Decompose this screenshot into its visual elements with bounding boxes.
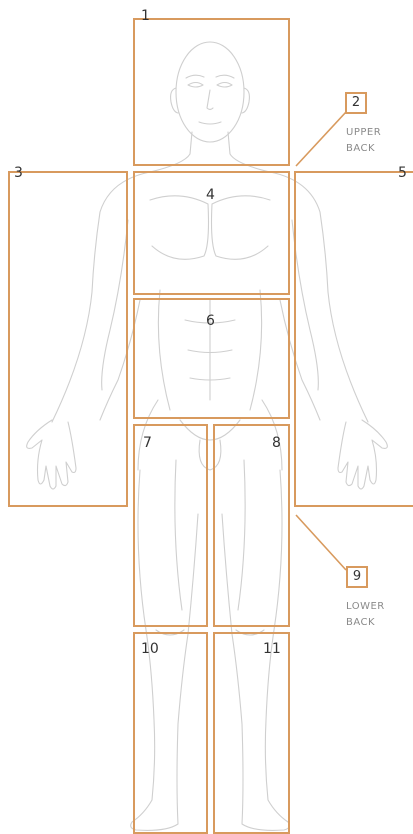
zone-5-number: 5 <box>398 166 407 180</box>
zone-3-right-arm[interactable] <box>8 171 128 507</box>
zone-10-right-lower-leg[interactable] <box>133 632 208 834</box>
zone-10-number: 10 <box>141 642 159 656</box>
upper-back-caption-line2: BACK <box>346 142 375 156</box>
lower-back-caption-line1: LOWER <box>346 600 385 614</box>
lower-back-caption-line2: BACK <box>346 616 375 630</box>
zone-8-left-thigh[interactable] <box>213 424 290 627</box>
zone-4-number: 4 <box>206 188 215 202</box>
zone-7-number: 7 <box>143 436 152 450</box>
zone-1-head[interactable] <box>133 18 290 166</box>
zone-11-left-lower-leg[interactable] <box>213 632 290 834</box>
zone-5-left-arm[interactable] <box>294 171 413 507</box>
zone-2-upper-back-badge[interactable]: 2 <box>345 92 367 114</box>
zone-3-number: 3 <box>14 166 23 180</box>
zone-1-number: 1 <box>141 9 150 23</box>
zone-11-number: 11 <box>263 642 281 656</box>
zone-9-lower-back-badge[interactable]: 9 <box>346 566 368 588</box>
zone-7-right-thigh[interactable] <box>133 424 208 627</box>
zone-8-number: 8 <box>272 436 281 450</box>
zone-6-number: 6 <box>206 314 215 328</box>
upper-back-caption-line1: UPPER <box>346 126 381 140</box>
